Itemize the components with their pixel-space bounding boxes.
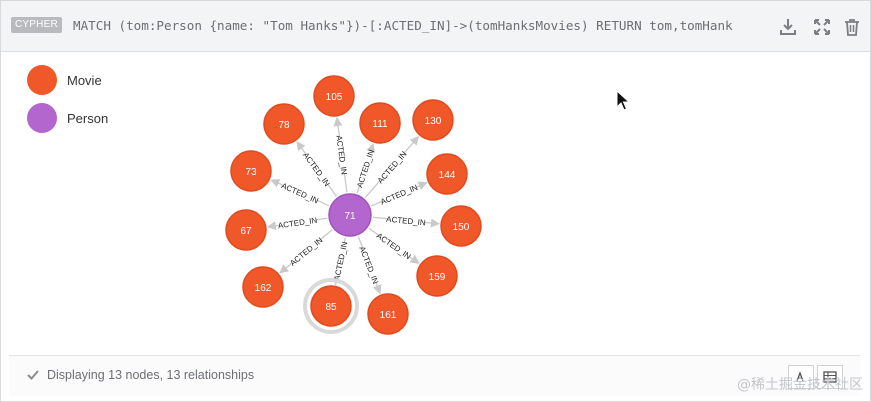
trash-icon[interactable]	[842, 17, 862, 37]
relationship-label: ACTED_IN	[280, 181, 320, 205]
movie-node-label: 67	[240, 226, 252, 237]
watermark: @稀土掘金技术社区	[737, 377, 863, 393]
movie-node-label: 150	[453, 222, 470, 233]
relationship-label: ACTED_IN	[277, 216, 318, 231]
movie-node-label: 144	[439, 170, 456, 181]
relationship-label: ACTED_IN	[357, 245, 380, 285]
selection-ring	[303, 278, 359, 334]
movie-node-label: 73	[245, 167, 257, 178]
relationship-label: ACTED_IN	[332, 241, 349, 282]
download-icon[interactable]	[778, 17, 798, 37]
legend-person-label: Person	[67, 110, 109, 126]
query-text[interactable]: MATCH (tom:Person {name: "Tom Hanks"})-[…	[73, 18, 733, 33]
relationship-label-bg	[380, 182, 418, 206]
relationship-label-bg	[334, 136, 350, 174]
legend-person[interactable]: Person	[27, 103, 108, 133]
relationship-label: ACTED_IN	[355, 148, 376, 189]
query-toolbar: CYPHER MATCH (tom:Person {name: "Tom Han…	[1, 1, 870, 52]
movie-node[interactable]	[426, 153, 468, 195]
movie-node[interactable]	[263, 103, 305, 145]
relationship-label-bg	[354, 149, 376, 188]
movie-node[interactable]	[230, 150, 272, 192]
movie-node[interactable]	[412, 99, 454, 141]
relationship-label-bg	[387, 213, 425, 228]
movie-node-label: 130	[425, 116, 442, 127]
legend-movie[interactable]: Movie	[27, 65, 102, 95]
person-node-label: 71	[344, 211, 356, 222]
movie-node[interactable]	[310, 285, 352, 327]
relationship-label-bg	[376, 150, 408, 184]
movie-node[interactable]	[225, 209, 267, 251]
relationship-label: ACTED_IN	[375, 231, 413, 261]
movie-node[interactable]	[359, 102, 401, 144]
relationship-label-bg	[289, 235, 324, 267]
table-icon	[823, 371, 837, 383]
movie-node[interactable]	[416, 255, 458, 297]
movie-node-label: 105	[326, 92, 343, 103]
relationship-label: ACTED_IN	[288, 235, 324, 267]
relationship-label-bg	[376, 231, 412, 261]
movie-node[interactable]	[440, 205, 482, 247]
text-view-button[interactable]	[788, 365, 814, 389]
table-view-button[interactable]	[817, 365, 843, 389]
movie-node-label: 85	[325, 302, 337, 313]
relationship-label: ACTED_IN	[379, 183, 419, 207]
expand-icon[interactable]	[812, 17, 832, 37]
relationship-label: ACTED_IN	[386, 215, 426, 228]
legend-movie-label: Movie	[67, 72, 102, 88]
movie-node-label: 111	[372, 119, 388, 130]
status-bar: Displaying 13 nodes, 13 relationships	[9, 355, 860, 396]
relationship-label: ACTED_IN	[334, 135, 348, 176]
movie-node-label: 78	[278, 120, 290, 131]
relationship-label-bg	[302, 151, 332, 187]
relationship-label-bg	[331, 242, 349, 280]
mouse-cursor-icon	[616, 90, 630, 111]
person-node[interactable]	[328, 193, 372, 237]
movie-node[interactable]	[313, 75, 355, 117]
relationship-label: ACTED_IN	[376, 149, 409, 185]
legend-person-dot	[27, 103, 57, 133]
relationship-label: ACTED_IN	[301, 151, 332, 188]
relationship-label-bg	[358, 246, 381, 284]
movie-node-label: 161	[380, 310, 397, 321]
movie-node-label: 162	[255, 283, 272, 294]
legend-movie-dot	[27, 65, 57, 95]
check-icon	[27, 370, 39, 380]
relationship-label-bg	[281, 180, 319, 205]
relationship-label-bg	[278, 215, 317, 231]
cypher-tag: CYPHER	[11, 17, 62, 33]
text-view-icon	[796, 371, 804, 382]
movie-node-label: 159	[429, 272, 446, 283]
movie-node[interactable]	[367, 293, 409, 335]
status-text: Displaying 13 nodes, 13 relationships	[47, 368, 255, 382]
movie-node[interactable]	[242, 266, 284, 308]
